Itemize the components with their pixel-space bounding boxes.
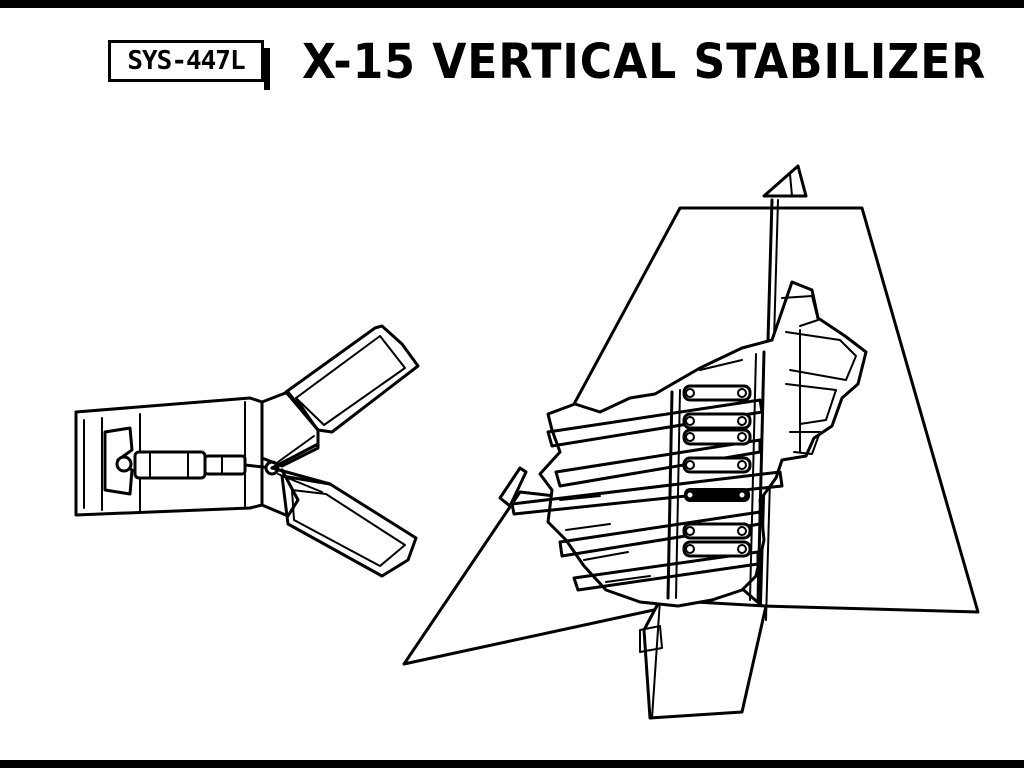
rudder-actuator-cylinders (682, 384, 752, 558)
system-code-badge: SYS-447L (108, 40, 270, 90)
system-code-label: SYS-447L (127, 46, 245, 76)
diagram-title: X-15 VERTICAL STABILIZER (302, 34, 987, 90)
diagram-header: SYS-447L X-15 VERTICAL STABILIZER (0, 30, 1024, 100)
vertical-stabilizer-cutaway (402, 164, 980, 720)
speed-brake-actuator-detail (74, 324, 420, 578)
